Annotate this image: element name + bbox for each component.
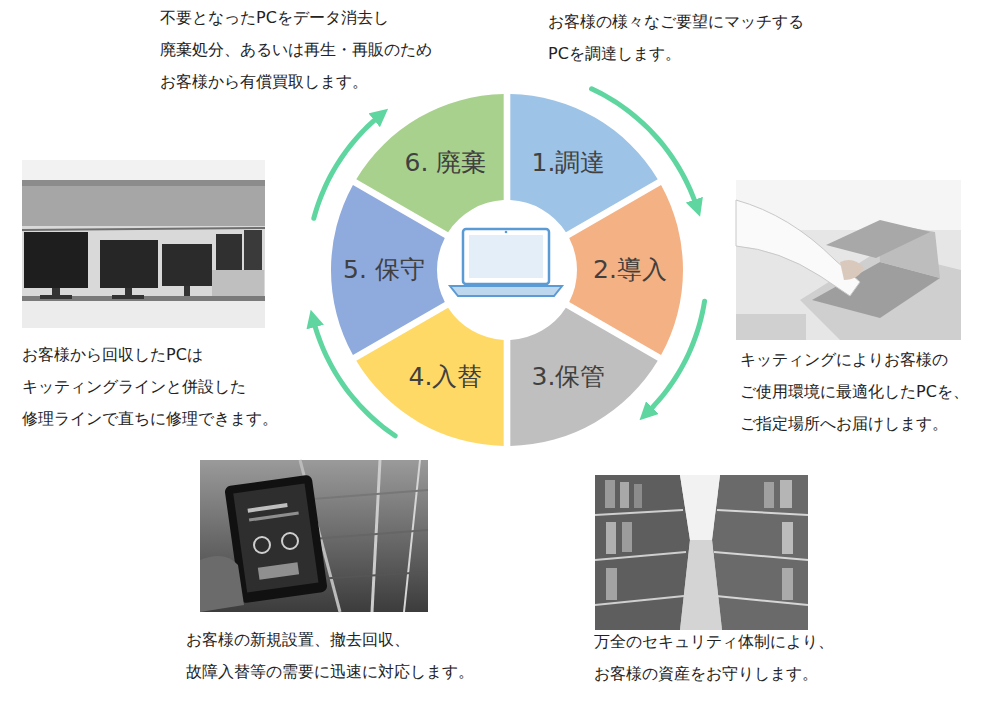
- repair-line-photo-part: [22, 160, 265, 328]
- repair-line-photo-part: [22, 160, 265, 180]
- description-text: お客様の様々なご要望にマッチする PCを調達します。: [548, 6, 820, 70]
- archive-photo-part: [782, 522, 793, 554]
- segment-label: 1.調達: [532, 148, 606, 178]
- description-text: 万全のセキュリティ体制により、 お客様の資産をお守りします。: [594, 626, 842, 690]
- archive-photo-part: [712, 475, 808, 630]
- repair-line-photo-part: [244, 230, 262, 270]
- segment-fill: [510, 308, 657, 446]
- segment-label: 4.入替: [409, 362, 483, 392]
- archive-photo-part: [680, 540, 722, 630]
- warehouse-tablet-photo-part: [249, 512, 299, 522]
- warehouse-tablet-photo-part: [254, 537, 270, 553]
- laptop-icon-part: [463, 229, 549, 284]
- repair-line-photo-part: [112, 295, 144, 299]
- archive-photo-part: [780, 480, 792, 508]
- archive-photo-part: [620, 482, 629, 508]
- warehouse-tablet-photo-part: [200, 460, 428, 612]
- archive-photo-part: [606, 522, 616, 554]
- archive-photo-part: [595, 475, 690, 630]
- warehouse-tablet-photo-part: [248, 503, 288, 513]
- repair-line-photo-part: [22, 180, 265, 186]
- warehouse-tablet-photo-part: [300, 490, 428, 500]
- kitting-photo-part: [826, 220, 930, 258]
- repair-line-photo-part: [22, 186, 265, 226]
- archive-photo: [595, 475, 808, 630]
- warehouse-tablet-photo-part: [233, 483, 318, 592]
- archive-photo-part: [782, 568, 793, 600]
- repair-line-photo-part: [24, 232, 88, 288]
- segment-label: 6. 廃棄: [405, 148, 487, 178]
- kitting-photo: [736, 180, 961, 340]
- archive-photo-part: [605, 480, 615, 508]
- archive-photo-part: [622, 522, 632, 552]
- archive-photo-part: [680, 475, 720, 540]
- archive-photo-part: [634, 484, 642, 508]
- repair-line-photo-part: [100, 240, 158, 288]
- segment-fill: [356, 94, 503, 232]
- laptop-icon: [450, 229, 562, 296]
- laptop-icon-part: [450, 286, 562, 296]
- archive-photo-part: [716, 596, 808, 605]
- kitting-photo-part: [736, 200, 860, 296]
- kitting-photo-part: [736, 314, 806, 340]
- warehouse-tablet-photo-part: [372, 460, 380, 612]
- kitting-photo-part: [736, 180, 961, 340]
- repair-line-photo-part: [22, 228, 265, 230]
- archive-photo-part: [595, 475, 808, 630]
- archive-photo-part: [595, 510, 683, 515]
- laptop-icon-part: [505, 231, 508, 234]
- repair-line-photo-part: [22, 300, 265, 328]
- warehouse-tablet-photo-part: [282, 533, 298, 549]
- archive-photo-part: [714, 552, 808, 560]
- segment-label: 5. 保守: [343, 255, 425, 285]
- segment-label: 3.保管: [532, 362, 606, 392]
- warehouse-tablet-photo: [200, 460, 428, 612]
- repair-line-photo-part: [22, 296, 265, 301]
- repair-line-photo-part: [184, 286, 190, 296]
- repair-line-photo: [22, 160, 265, 328]
- description-text: 不要となったPCをデータ消去し 廃棄処分、あるいは再生・再販のため お客様から有…: [160, 2, 448, 98]
- archive-photo-part: [764, 482, 774, 508]
- repair-line-photo-part: [212, 270, 264, 296]
- kitting-photo-part: [840, 260, 864, 280]
- warehouse-tablet-photo-part: [200, 556, 244, 612]
- ring-segment: 3.保管: [505, 303, 662, 448]
- description-text: キッティングによりお客様の ご使用環境に最適化したPCを、 ご指定場所へお届けし…: [740, 344, 988, 440]
- description-text: お客様の新規設置、撤去回収、 故障入替等の需要に迅速に対応します。: [186, 624, 482, 688]
- archive-photo-part: [717, 510, 808, 515]
- ring-segment: 6. 廃棄: [352, 92, 509, 238]
- warehouse-tablet-photo-part: [404, 460, 420, 612]
- repair-line-photo-part: [40, 295, 72, 299]
- description-text: お客様から回収したPCは キッティングラインと併設した 修理ラインで直ちに修理で…: [22, 339, 286, 435]
- archive-photo-part: [606, 568, 617, 600]
- laptop-icon-part: [469, 235, 543, 278]
- warehouse-tablet-photo-part: [258, 562, 299, 579]
- repair-line-photo-part: [216, 234, 242, 270]
- segment-label: 2.導入: [593, 255, 667, 285]
- repair-line-photo-part: [162, 244, 212, 286]
